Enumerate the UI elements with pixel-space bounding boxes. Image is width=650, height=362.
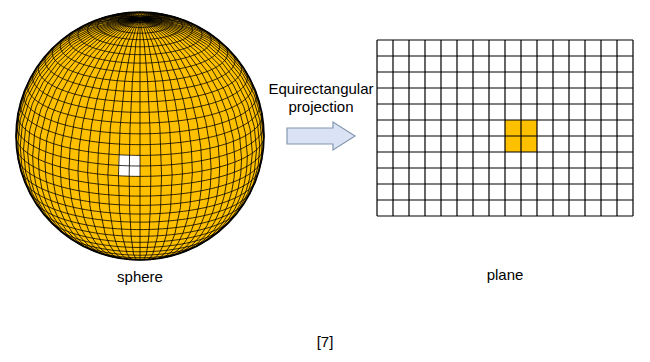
grid-line bbox=[392, 40, 393, 216]
sphere-figure: sphere bbox=[15, 11, 265, 261]
reference-number: [7] bbox=[317, 333, 334, 351]
grid-line bbox=[424, 40, 425, 216]
grid-line bbox=[377, 71, 633, 72]
sphere-body bbox=[16, 12, 264, 260]
grid-line bbox=[377, 55, 633, 56]
plane-patch bbox=[505, 120, 521, 136]
grid-line bbox=[377, 135, 633, 136]
plane-patch bbox=[521, 120, 537, 136]
figure-caption: plane bbox=[487, 266, 524, 284]
grid-line bbox=[376, 40, 377, 216]
grid-line bbox=[440, 40, 441, 216]
grid-line bbox=[377, 87, 633, 88]
grid-line bbox=[377, 119, 633, 120]
grid-lines bbox=[377, 40, 633, 216]
plane-drawing bbox=[377, 40, 633, 216]
grid-line bbox=[504, 40, 505, 216]
grid-line bbox=[377, 39, 633, 40]
arrow-label: Equirectangular projection bbox=[265, 80, 377, 116]
grid-line bbox=[552, 40, 553, 216]
sphere-drawing bbox=[15, 11, 265, 261]
grid-line bbox=[377, 215, 633, 216]
grid-line bbox=[377, 199, 633, 200]
grid-line bbox=[472, 40, 473, 216]
grid-line bbox=[456, 40, 457, 216]
grid-line bbox=[377, 167, 633, 168]
grid-line bbox=[632, 40, 633, 216]
grid-line bbox=[520, 40, 521, 216]
figure-caption: sphere bbox=[117, 268, 163, 286]
grid-line bbox=[377, 103, 633, 104]
plane-grid: plane bbox=[377, 40, 633, 216]
grid-line bbox=[536, 40, 537, 216]
sphere-outline bbox=[16, 12, 264, 260]
grid-line bbox=[488, 40, 489, 216]
plane-patch bbox=[505, 136, 521, 152]
grid-line bbox=[377, 183, 633, 184]
grid-line bbox=[408, 40, 409, 216]
grid-line bbox=[616, 40, 617, 216]
grid-line bbox=[600, 40, 601, 216]
sphere-graticule bbox=[16, 12, 264, 260]
plane-patch bbox=[521, 136, 537, 152]
block-arrow bbox=[287, 122, 355, 150]
grid-line bbox=[377, 151, 633, 152]
sphere-patch bbox=[16, 12, 264, 260]
grid-line bbox=[568, 40, 569, 216]
grid-line bbox=[584, 40, 585, 216]
